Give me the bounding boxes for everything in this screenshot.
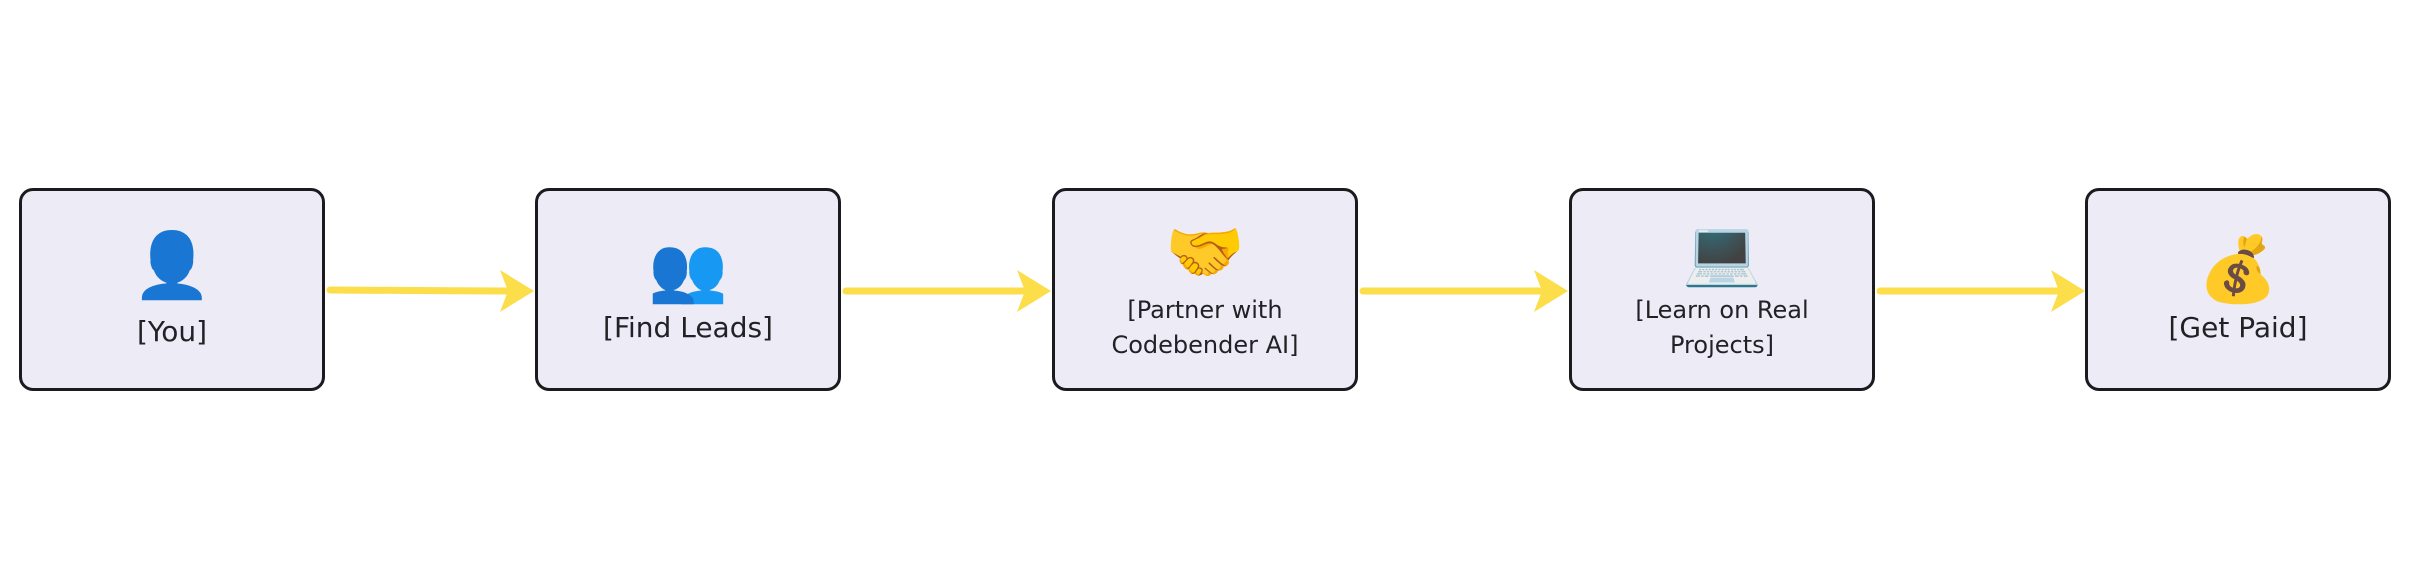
arrowhead-icon: [1534, 270, 1568, 312]
node-partner-with-codebender-ai: 🤝 [Partner with Codebender AI]: [1052, 188, 1358, 391]
arrowhead-icon: [2051, 270, 2085, 312]
node-label: [Get Paid]: [2168, 310, 2308, 344]
laptop-icon: 💻: [1682, 215, 1762, 290]
edge-line: [326, 286, 514, 295]
person-silhouette-icon: 👤: [132, 228, 212, 303]
node-label: [Learn on Real Projects]: [1635, 295, 1809, 359]
edge-find-leads-to-partner: [842, 270, 1051, 312]
people-silhouette-icon: 👥: [648, 232, 728, 307]
node-you: 👤 [You]: [19, 188, 325, 391]
node-find-leads: 👥 [Find Leads]: [535, 188, 841, 391]
edge-partner-to-learn: [1359, 270, 1568, 312]
node-get-paid: 💰 [Get Paid]: [2085, 188, 2391, 391]
money-bag-icon: 💰: [2198, 232, 2278, 307]
node-label: [Partner with Codebender AI]: [1111, 295, 1299, 359]
handshake-icon: 🤝: [1165, 215, 1245, 290]
node-learn-on-real-projects: 💻 [Learn on Real Projects]: [1569, 188, 1875, 391]
node-label: [Find Leads]: [603, 310, 773, 344]
node-label: [You]: [136, 314, 208, 348]
arrowhead-icon: [500, 270, 534, 312]
edge-learn-to-get-paid: [1876, 270, 2085, 312]
arrowhead-icon: [1017, 270, 1051, 312]
edge-you-to-find-leads: [326, 270, 534, 312]
